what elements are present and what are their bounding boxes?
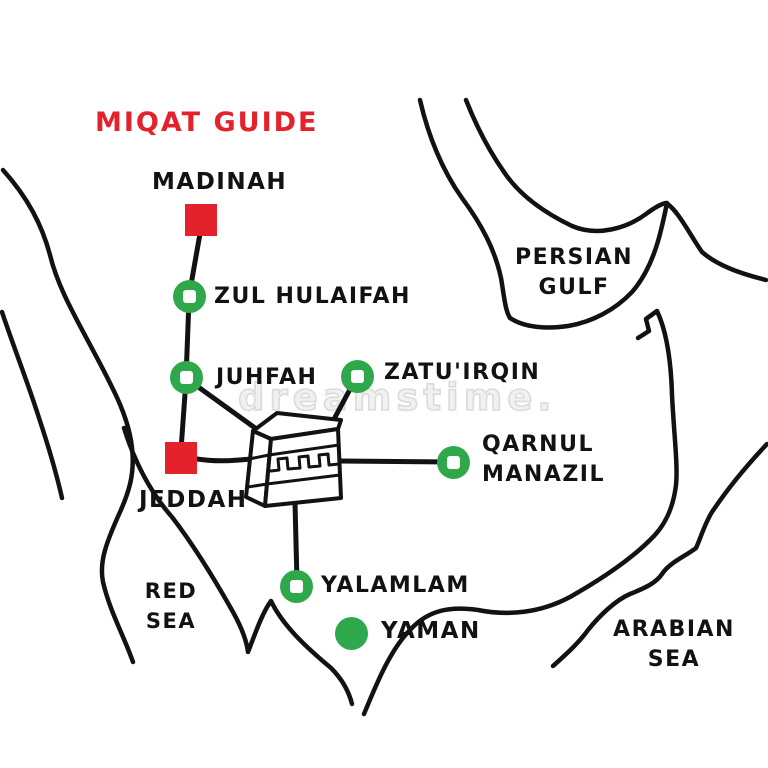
yalamlam-marker	[280, 570, 313, 603]
red-sea-label: RED SEA	[144, 579, 198, 633]
juhfah-label: JUHFAH	[216, 365, 318, 390]
kaaba-icon	[244, 411, 343, 508]
coastlines	[0, 97, 768, 717]
stock-watermark: dreamstime.	[237, 375, 557, 420]
red-sea-inner-coastline	[0, 309, 65, 501]
arabian-south-east-coastline	[361, 308, 679, 717]
zatu-irqin-marker	[341, 360, 374, 393]
yaman-marker	[335, 617, 368, 650]
zul-hulaifah-label: ZUL HULAIFAH	[214, 284, 411, 309]
zul-hulaifah-marker	[173, 280, 206, 313]
kaaba-front-face	[263, 427, 343, 508]
jeddah-label: JEDDAH	[139, 487, 248, 513]
persian-gulf-label: PERSIAN GULF	[514, 245, 634, 300]
kaaba-band-lower-line	[246, 473, 342, 489]
arabian-sea-label: ARABIAN SEA	[613, 617, 735, 672]
madinah-label: MADINAH	[152, 169, 288, 195]
persian-gulf-north-coastline	[463, 97, 768, 283]
gulf-of-oman-coastline	[550, 441, 768, 669]
qarnul-manazil-marker	[437, 446, 470, 479]
madinah-marker	[185, 204, 217, 236]
marker-inner-square	[290, 580, 303, 593]
marker-inner-square	[447, 456, 460, 469]
zatu-irqin-label: ZATU'IRQIN	[384, 360, 541, 385]
jeddah-marker	[165, 442, 197, 474]
persian-gulf-south-coastline	[417, 97, 670, 330]
route-kaaba-qarnul-manazil	[335, 458, 453, 465]
route-lines	[178, 225, 453, 584]
route-kaaba-yalamlam	[292, 500, 300, 584]
yaman-label: YAMAN	[381, 618, 481, 644]
juhfah-marker	[170, 361, 203, 394]
yalamlam-label: YALAMLAM	[321, 573, 470, 598]
route-juhfah-kaaba	[187, 378, 265, 436]
map-title: MIQAT GUIDE	[95, 107, 319, 138]
qarnul-manazil-label: QARNUL MANAZIL	[482, 432, 606, 487]
kaaba-band-upper-line	[247, 443, 341, 461]
marker-inner-square	[183, 290, 196, 303]
marker-inner-square	[351, 370, 364, 383]
red-sea-far-coastline	[0, 167, 136, 665]
marker-inner-square	[180, 371, 193, 384]
kaaba-kiswah-crenellation	[269, 452, 341, 473]
arabian-west-coastline	[121, 425, 355, 707]
